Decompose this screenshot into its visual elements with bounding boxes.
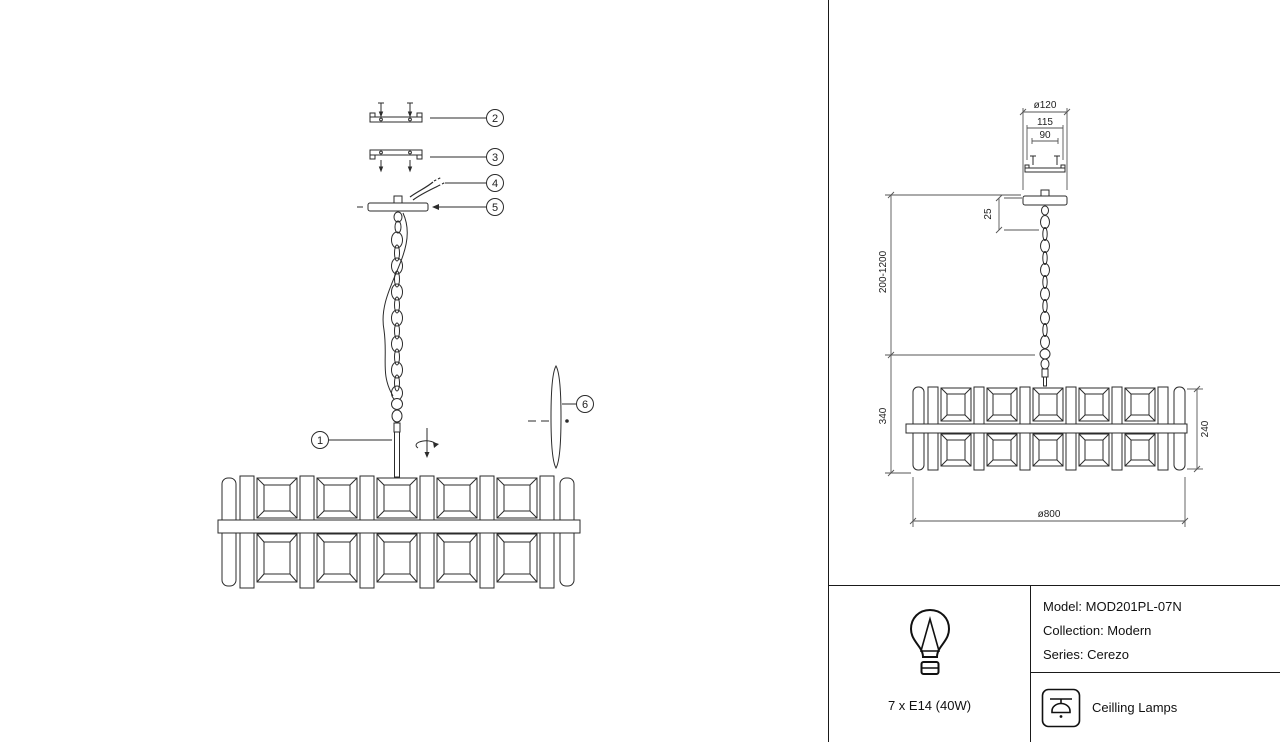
svg-text:25: 25 — [983, 208, 994, 220]
side-blade-part — [528, 365, 569, 469]
drum-band-right — [905, 423, 1188, 434]
bulb-icon — [909, 608, 950, 675]
suspension-chain — [382, 211, 408, 401]
svg-text:115: 115 — [1037, 117, 1053, 128]
ceiling-lamp-icon — [1041, 688, 1081, 727]
callout-6: 6 — [562, 395, 594, 413]
power-cord — [382, 212, 408, 397]
svg-text:3: 3 — [492, 152, 498, 164]
info-bar: 7 x E14 (40W) Model: MOD201PL-07N Collec… — [829, 585, 1280, 742]
dim-shade-height: 240 — [1187, 385, 1211, 473]
wires — [409, 176, 447, 201]
dim-canopy-height: 25 — [983, 194, 1039, 234]
svg-text:1: 1 — [317, 435, 323, 447]
drum-crystals-top — [256, 477, 538, 519]
dim-canopy-width: 115 — [1026, 117, 1064, 160]
model-info-panel: Model: MOD201PL-07N Collection: Modern S… — [1030, 586, 1280, 742]
svg-text:6: 6 — [582, 399, 588, 411]
callout-3: 3 — [430, 148, 504, 166]
rotation-arrow — [415, 428, 439, 458]
series-label: Series: Cerezo — [1043, 647, 1129, 662]
svg-text:2: 2 — [492, 113, 498, 125]
dim-canopy-holes: 90 — [1031, 130, 1059, 144]
collection-label: Collection: Modern — [1043, 623, 1152, 638]
category-row: Ceilling Lamps — [1031, 673, 1280, 742]
dim-shade-diameter: ø800 — [909, 477, 1189, 527]
svg-text:5: 5 — [492, 202, 498, 214]
svg-text:340: 340 — [878, 407, 889, 424]
svg-text:240: 240 — [1200, 420, 1211, 437]
svg-text:90: 90 — [1039, 130, 1051, 141]
assembly-diagram-panel: 2 3 4 5 1 — [217, 102, 594, 589]
callout-4: 4 — [445, 174, 504, 192]
dim-canopy-diameter: ø120 — [1019, 100, 1071, 190]
bulb-spec-panel: 7 x E14 (40W) — [829, 586, 1030, 742]
category-label: Ceilling Lamps — [1092, 700, 1178, 715]
svg-text:ø120: ø120 — [1034, 100, 1057, 111]
bulb-spec-label: 7 x E14 (40W) — [887, 698, 972, 713]
callout-1: 1 — [311, 431, 392, 449]
ceiling-canopy — [357, 195, 429, 212]
model-label: Model: MOD201PL-07N — [1043, 599, 1182, 614]
dimension-panel: ø120 115 90 25 — [828, 0, 1280, 742]
panel-divider — [1031, 672, 1280, 673]
hanger-assembly — [391, 398, 403, 478]
chain-drawing — [1039, 215, 1051, 387]
mounting-bracket-top — [369, 102, 423, 123]
canopy-drawing — [1022, 155, 1068, 216]
drum-center-band — [217, 519, 581, 534]
assembly-diagram: 2 3 4 5 1 — [217, 102, 594, 589]
dim-suspension-height: 200-1200 340 — [878, 191, 1035, 477]
dimension-diagram: ø120 115 90 25 — [878, 100, 1211, 527]
drum-crystals-bottom — [256, 533, 538, 583]
callout-5: 5 — [432, 198, 504, 216]
callout-2: 2 — [430, 109, 504, 127]
svg-text:200-1200: 200-1200 — [878, 250, 889, 293]
model-info-lines: Model: MOD201PL-07N Collection: Modern S… — [1031, 586, 1280, 672]
mounting-bracket-bottom — [369, 149, 423, 173]
svg-text:4: 4 — [492, 178, 498, 190]
svg-text:ø800: ø800 — [1038, 509, 1061, 520]
